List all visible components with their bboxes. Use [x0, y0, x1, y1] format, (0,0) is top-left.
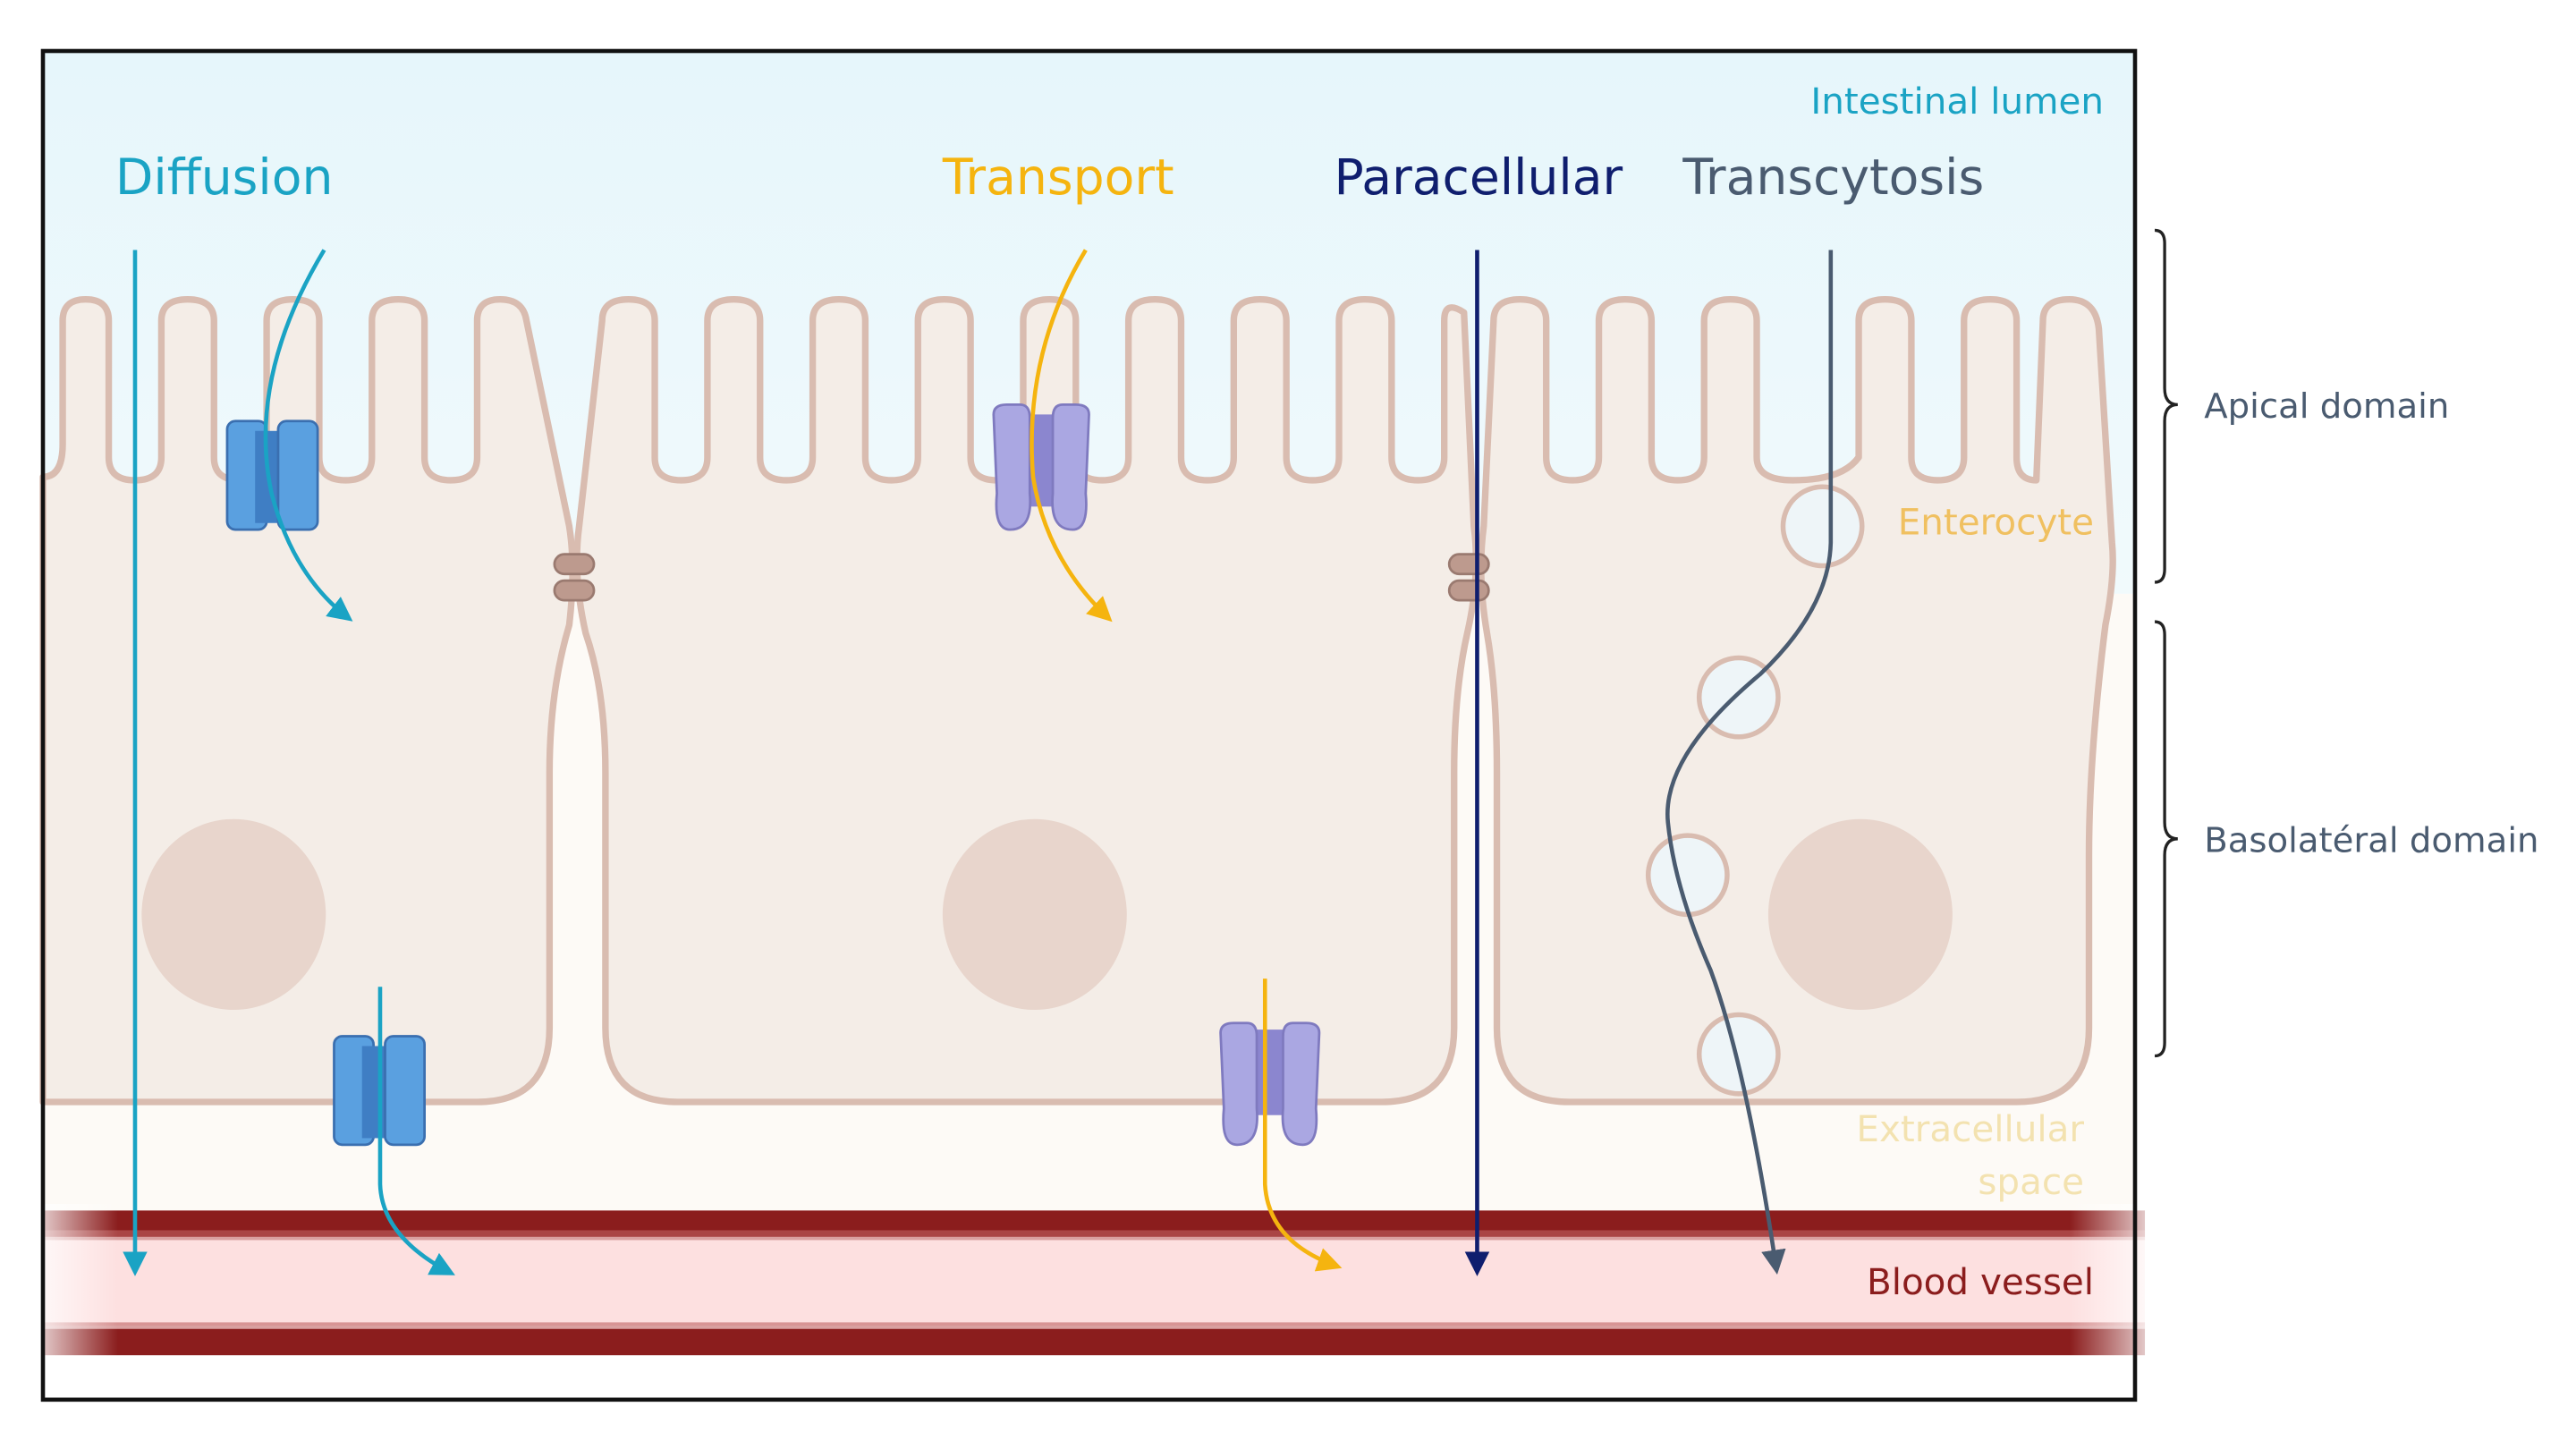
- vesicle-4: [1696, 1012, 1781, 1097]
- blood-vessel-fade: [32, 1204, 2156, 1362]
- diffusion-label: Diffusion: [115, 149, 334, 207]
- diffusion-arrow-basolateral: [377, 987, 455, 1275]
- enterocyte-cells: [39, 295, 2116, 1106]
- transport-label: Transport: [942, 149, 1174, 207]
- nuclei: [141, 818, 1953, 1011]
- basolateral-domain-label: Basolatéral domain: [2204, 821, 2538, 861]
- tight-junction-2b: [1447, 579, 1490, 602]
- basolateral-domain-bracket: [2154, 620, 2178, 1058]
- extracellular-space-label-line2: space: [1978, 1160, 2084, 1203]
- apical-domain-bracket: [2154, 228, 2178, 584]
- enterocyte-cell-3: [1478, 295, 2116, 1106]
- tight-junction-1b: [553, 579, 596, 602]
- nucleus-1: [141, 818, 326, 1011]
- nucleus-2: [942, 818, 1127, 1011]
- extracellular-space-label-line1: Extracellular: [1856, 1107, 2084, 1150]
- blood-vessel: [32, 1204, 2156, 1362]
- transcytosis-arrows: [1665, 250, 1834, 1275]
- apical-domain-label: Apical domain: [2204, 386, 2449, 427]
- transporter-basolateral: [1219, 1021, 1321, 1147]
- enterocyte-cell-2: [573, 295, 1479, 1106]
- paracellular-label: Paracellular: [1334, 149, 1623, 207]
- transcytosis-arrow: [1665, 250, 1834, 1275]
- transporter-apical: [992, 402, 1090, 531]
- diagram-frame: [40, 48, 2138, 1402]
- enterocyte-label: Enterocyte: [1898, 501, 2094, 544]
- tight-junction-2a: [1447, 553, 1490, 576]
- diffusion-arrow-apical: [263, 249, 353, 622]
- nucleus-3: [1767, 818, 1953, 1011]
- transport-arrow-apical: [1030, 249, 1113, 623]
- diffusion-channel-apical: [225, 419, 319, 531]
- transcytosis-label: Transcytosis: [1682, 149, 1984, 207]
- blood-vessel-label: Blood vessel: [1867, 1260, 2094, 1303]
- domain-brackets: [2154, 228, 2178, 1058]
- diffusion-arrows: [123, 249, 455, 1276]
- vesicle-3: [1645, 833, 1730, 918]
- transport-arrows: [1030, 249, 1343, 1272]
- vesicle-1: [1780, 484, 1865, 569]
- intestinal-lumen-label: Intestinal lumen: [1810, 80, 2104, 123]
- tight-junction-1a: [553, 553, 596, 576]
- transport-arrow-basolateral: [1262, 979, 1343, 1272]
